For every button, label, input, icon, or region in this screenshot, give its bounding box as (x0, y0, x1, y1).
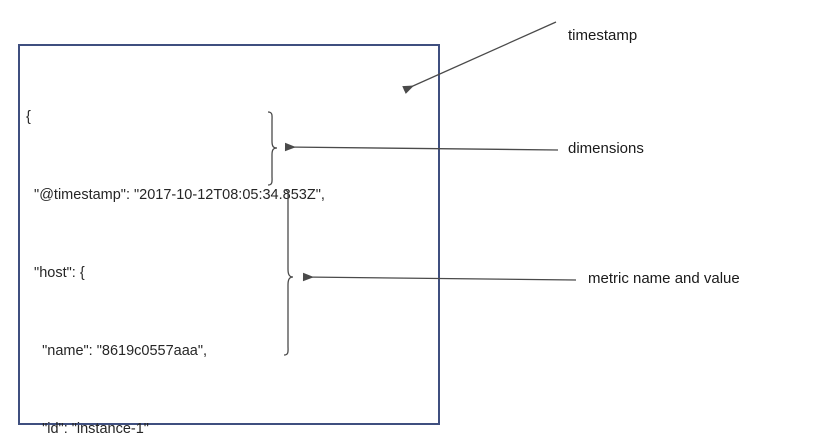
json-line-host: "host": { (26, 265, 85, 281)
json-line: { (26, 109, 31, 125)
annotation-label-dimensions: dimensions (568, 140, 644, 157)
json-document-code: { "@timestamp": "2017-10-12T08:05:34.853… (26, 52, 426, 437)
json-document-box (18, 44, 440, 425)
json-line-timestamp: "@timestamp": "2017-10-12T08:05:34.853Z"… (26, 187, 325, 203)
annotation-label-metric: metric name and value (588, 270, 740, 287)
json-line-host-id: "id": "instance-1" (26, 421, 149, 437)
json-line-host-name: "name": "8619c0557aaa", (26, 343, 208, 359)
annotation-label-timestamp: timestamp (568, 27, 638, 44)
